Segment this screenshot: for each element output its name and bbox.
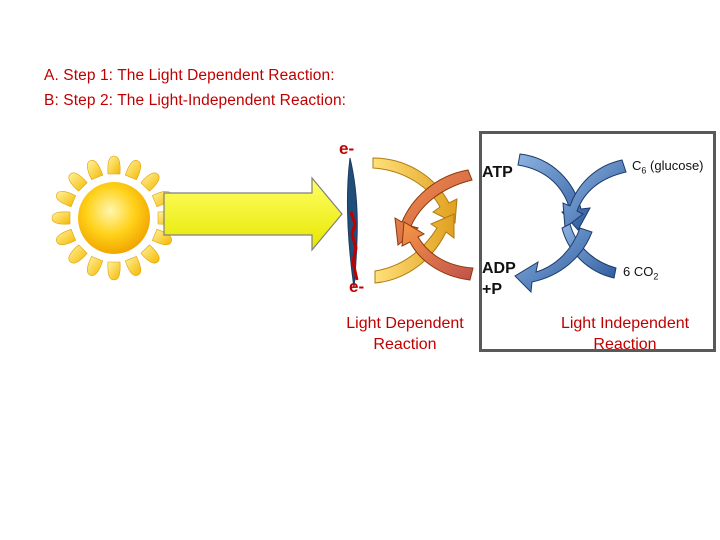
sun-ray xyxy=(140,244,160,264)
light-independent-cycle-arrows xyxy=(514,153,627,294)
sun-ray xyxy=(151,228,172,246)
sun-ray xyxy=(68,172,88,192)
light-independent-caption-line1: Light Independent xyxy=(560,315,690,332)
sun-ray xyxy=(56,190,77,208)
chlorophyll-icon xyxy=(346,157,359,289)
sun-ray xyxy=(86,160,104,181)
right-arrow-icon xyxy=(163,176,343,252)
light-independent-caption: Light Independent Reaction xyxy=(537,313,713,355)
sun-ray xyxy=(86,255,104,276)
heading-step-2: B: Step 2: The Light-Independent Reactio… xyxy=(44,92,347,109)
atp-label: ATP xyxy=(482,164,513,181)
sun-icon xyxy=(51,155,177,281)
light-dependent-cycle-arrows xyxy=(372,157,474,284)
light-dependent-caption-line2: Reaction xyxy=(373,336,437,353)
sun-ray xyxy=(68,244,88,264)
electron-label-top: e- xyxy=(339,139,355,158)
electron-label-bottom: e- xyxy=(349,277,365,296)
light-independent-caption-line2: Reaction xyxy=(593,336,657,353)
sun-ray xyxy=(107,261,121,281)
co2-label: 6 CO2 xyxy=(623,264,658,282)
light-independent-box xyxy=(479,131,716,352)
sun-ray xyxy=(140,172,160,192)
sun-ray xyxy=(107,155,121,175)
co2-subscript: 2 xyxy=(653,271,659,282)
glucose-label: C6 (glucose) xyxy=(632,158,704,176)
glucose-subscript: 6 xyxy=(641,165,647,176)
adp-label-line2: +P xyxy=(482,281,503,298)
co2-prefix: 6 CO xyxy=(623,264,654,279)
sun-ray xyxy=(51,211,71,225)
glucose-suffix: (glucose) xyxy=(650,158,704,173)
sun-ray xyxy=(56,228,77,246)
heading-step-1: A. Step 1: The Light Dependent Reaction: xyxy=(44,67,335,84)
sun-ray xyxy=(124,160,142,181)
light-dependent-caption-line1: Light Dependent xyxy=(346,315,464,332)
adp-label-line1: ADP xyxy=(482,260,516,277)
adp-label: ADP +P xyxy=(482,258,516,300)
glucose-prefix: C xyxy=(632,158,642,173)
light-dependent-caption: Light Dependent Reaction xyxy=(330,313,480,355)
sun-ray xyxy=(124,255,142,276)
